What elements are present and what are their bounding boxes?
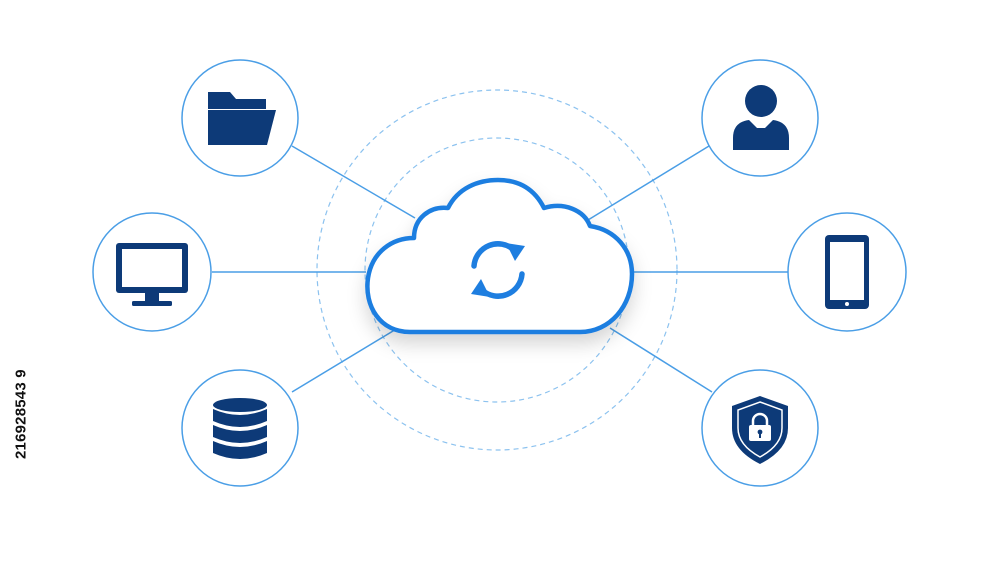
database-node [181,369,299,487]
user-node [701,59,819,177]
monitor-icon [116,243,188,306]
connector-lines [212,145,788,393]
sync-arrowheads [471,243,525,297]
shield-lock-icon [732,396,788,464]
folder-icon [208,92,276,145]
image-side-id: 216928543 9 [12,369,30,459]
connector-security [609,327,713,393]
user-icon [733,85,789,150]
connector-database [291,327,399,393]
cloud-icon [365,177,635,335]
connector-user [587,145,710,221]
connector-folder [291,145,416,219]
outer-dashed-ring [316,89,678,451]
tablet-icon [825,235,869,309]
database-icon [213,398,267,459]
